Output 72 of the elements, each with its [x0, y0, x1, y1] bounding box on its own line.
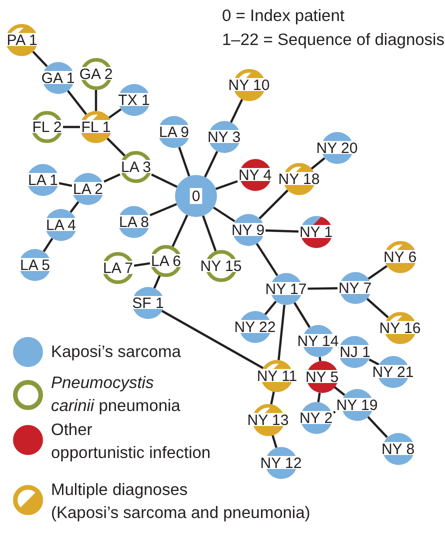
contact-line [151, 174, 178, 188]
legend-text: Multiple diagnoses (Kaposi’s sarcoma and pneumonia) [51, 480, 312, 524]
contact-line [202, 215, 217, 252]
contact-line [150, 203, 178, 216]
contact-line [278, 304, 286, 360]
contact-line [317, 392, 321, 402]
contact-line [134, 262, 150, 267]
contact-line [108, 108, 122, 119]
contact-line [368, 358, 380, 366]
contact-line [230, 98, 244, 124]
patient-node: TX 1 [117, 84, 151, 116]
contact-line [153, 275, 161, 289]
patient-node: NY 6 [382, 241, 418, 273]
patient-node: NY 3 [206, 121, 242, 153]
patient-node: PA 1 [6, 24, 38, 56]
patient-node: LA 6 [150, 245, 182, 277]
patient-node: NY 2 [298, 402, 334, 434]
patient-node: NY 8 [380, 433, 416, 465]
patient-node: NY 9 [230, 214, 266, 246]
patient-node: NY 4 [237, 159, 273, 191]
contact-line [172, 214, 188, 247]
patient-node: LA 8 [118, 206, 150, 238]
patient-node: FL 1 [80, 111, 112, 143]
patient-node: LA 2 [72, 173, 104, 205]
contact-line [70, 201, 80, 213]
patient-node: GA 1 [40, 62, 76, 94]
contact-line [266, 229, 298, 233]
contact-line [272, 435, 278, 448]
contact-line [256, 242, 278, 276]
contact-line [161, 310, 264, 370]
patient-node: LA 3 [120, 151, 152, 183]
contact-line [94, 90, 98, 111]
key-note: 1–22 = Sequence of diagnosis [222, 30, 444, 50]
legend-text: Pneumocystis carinii pneumonia [51, 373, 182, 417]
patient-node: LA 5 [18, 249, 52, 281]
patient-node: LA 1 [26, 164, 60, 196]
patient-node: FL 2 [31, 111, 63, 143]
contact-line [215, 180, 238, 190]
patient-node: LA 7 [102, 252, 134, 284]
contact-line [66, 90, 88, 116]
patient-node: SF 1 [131, 287, 165, 319]
contact-line [63, 126, 80, 128]
contact-line [32, 50, 48, 68]
legend-text: Kaposi’s sarcoma [51, 342, 182, 363]
contact-line [318, 356, 322, 362]
contact-line [368, 265, 388, 280]
contact-line [270, 391, 275, 405]
contact-line [178, 146, 190, 176]
contact-line [333, 410, 336, 414]
contact-line [258, 190, 288, 220]
patient-node: LA 9 [158, 116, 190, 148]
contact-line [212, 206, 236, 222]
contact-line [293, 302, 311, 328]
patient-node: 0 [175, 175, 217, 217]
patient-node: NY 1 [298, 216, 334, 248]
patient-node: NY 7 [337, 272, 373, 304]
contact-line [106, 138, 126, 156]
contact-line [308, 287, 338, 290]
contact-line [367, 416, 388, 438]
legend-text: Other opportunistic infection [51, 420, 212, 464]
contact-line [58, 182, 72, 187]
contact-line [334, 386, 346, 396]
contact-line [204, 150, 218, 178]
patient-node: LA 4 [44, 209, 78, 241]
contact-line [264, 300, 277, 316]
patient-node: GA 2 [78, 58, 114, 90]
patient-node: NY 5 [304, 361, 340, 393]
contact-line [310, 157, 326, 170]
patient-node: NJ 1 [338, 336, 372, 368]
contact-line [104, 173, 120, 183]
contact-line [42, 238, 54, 252]
key-note: 0 = Index patient [222, 6, 344, 26]
